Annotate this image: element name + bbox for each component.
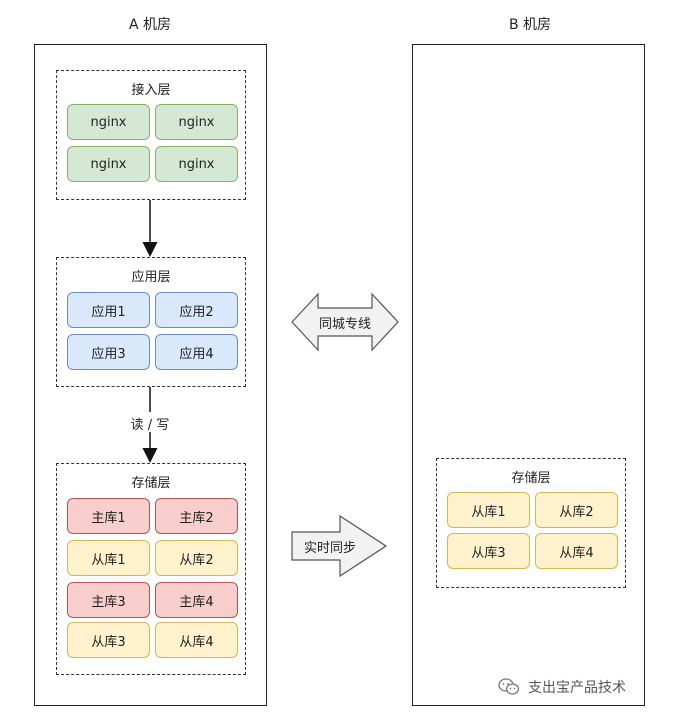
storage-layer-b-title: 存储层	[511, 471, 551, 486]
slave-db-node: 从库4	[155, 622, 238, 658]
read-write-label: 读 / 写	[125, 414, 175, 433]
master-db-node: 主库1	[67, 498, 150, 534]
slave-db-node: 从库3	[67, 622, 150, 658]
slave-db-node: 从库1	[67, 540, 150, 576]
storage-layer-a-title: 存储层	[131, 476, 171, 491]
master-db-node: 主库4	[155, 582, 238, 618]
storage-layer-b: 存储层	[436, 458, 626, 588]
realtime-sync-label: 实时同步	[303, 541, 356, 556]
dedicated-line-label: 同城专线	[318, 317, 371, 332]
app-node: 应用2	[155, 292, 238, 328]
nginx-node: nginx	[67, 104, 150, 140]
slave-db-node: 从库4	[535, 533, 618, 569]
master-db-node: 主库2	[155, 498, 238, 534]
app-layer-title: 应用层	[131, 270, 171, 285]
nginx-node: nginx	[67, 146, 150, 182]
app-node: 应用3	[67, 334, 150, 370]
access-layer: 接入层	[56, 70, 246, 200]
room-a-title: A 机房	[128, 17, 172, 33]
access-layer-title: 接入层	[131, 83, 171, 98]
slave-db-node: 从库1	[447, 492, 530, 528]
nginx-node: nginx	[155, 146, 238, 182]
slave-db-node: 从库2	[535, 492, 618, 528]
room-b-title: B 机房	[508, 17, 552, 33]
nginx-node: nginx	[155, 104, 238, 140]
slave-db-node: 从库2	[155, 540, 238, 576]
app-node: 应用4	[155, 334, 238, 370]
room-b-container	[412, 44, 645, 706]
master-db-node: 主库3	[67, 582, 150, 618]
storage-layer-a: 存储层	[56, 463, 246, 675]
slave-db-node: 从库3	[447, 533, 530, 569]
app-node: 应用1	[67, 292, 150, 328]
realtime-sync-arrow	[291, 514, 388, 578]
watermark-text: 支出宝产品技术	[528, 680, 626, 696]
dedicated-line-arrow	[291, 292, 399, 352]
watermark: 支出宝产品技术	[498, 677, 626, 697]
wechat-icon	[498, 678, 520, 696]
app-layer: 应用层	[56, 257, 246, 387]
